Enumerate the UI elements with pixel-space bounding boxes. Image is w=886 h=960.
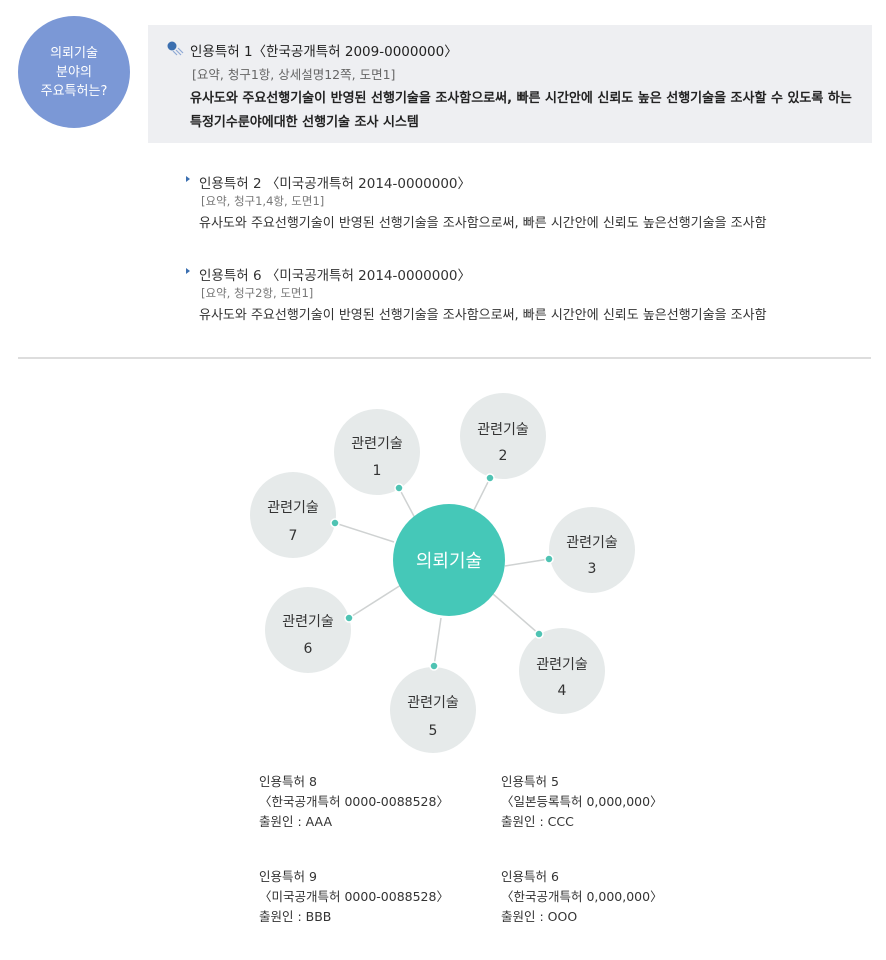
- related-node-6: 관련기술 6: [265, 587, 351, 673]
- question-badge: 의뢰기술 분야의 주요특허는?: [18, 16, 130, 128]
- connector-line-3: [504, 558, 550, 567]
- featured-description: 유사도와 주요선행기술이 반영된 선행기술을 조사함으로써, 빠른 시간안에 신…: [190, 91, 852, 130]
- related-node-label: 관련기술: [267, 500, 319, 516]
- citation-description: 유사도와 주요선행기술이 반영된 선행기술을 조사함으로써, 빠른 시간안에 신…: [199, 308, 767, 323]
- related-node-number: 4: [558, 683, 567, 699]
- citation-meta: [요약, 청구2항, 도면1]: [201, 286, 314, 300]
- citation-title: 인용특허 6 〈미국공개특허 2014-0000000〉: [199, 268, 472, 284]
- related-node-circle: [334, 409, 420, 495]
- citation-meta: [요약, 청구1,4항, 도면1]: [201, 194, 325, 208]
- related-node-number: 6: [304, 641, 313, 657]
- badge-line-3: 주요특허는?: [40, 83, 108, 99]
- related-node-circle: [519, 628, 605, 714]
- related-node-label: 관련기술: [566, 535, 618, 551]
- citation-title: 인용특허 2 〈미국공개특허 2014-0000000〉: [199, 176, 472, 192]
- connector-dots: [330, 473, 554, 671]
- patent-applicant: 출원인 : AAA: [259, 814, 333, 829]
- related-node-1: 관련기술 1: [334, 409, 420, 495]
- patent-title: 인용특허 8: [259, 774, 317, 789]
- related-node-label: 관련기술: [351, 436, 403, 452]
- connector-dot: [394, 483, 404, 493]
- patent-entry: 인용특허 5 〈일본등록특허 0,000,000〉 출원인 : CCC: [501, 772, 663, 832]
- connector-lines: [334, 477, 550, 667]
- featured-citation-panel: 인용특허 1〈한국공개특허 2009-0000000〉 [요약, 청구1항, 상…: [148, 25, 872, 143]
- featured-bullet-icon: [167, 41, 184, 56]
- related-node-4: 관련기술 4: [519, 628, 605, 714]
- patent-applicant: 출원인 : OOO: [501, 909, 578, 924]
- patent-number: 〈한국공개특허 0,000,000〉: [501, 889, 663, 904]
- related-node-circle: [250, 472, 336, 558]
- related-node-5: 관련기술 5: [390, 667, 476, 753]
- patent-number: 〈일본등록특허 0,000,000〉: [501, 794, 663, 809]
- related-node-label: 관련기술: [477, 422, 529, 438]
- related-node-number: 1: [373, 463, 382, 479]
- featured-meta: [요약, 청구1항, 상세설명12쪽, 도면1]: [192, 67, 396, 82]
- related-node-number: 3: [588, 561, 597, 577]
- citation-description: 유사도와 주요선행기술이 반영된 선행기술을 조사함으로써, 빠른 시간안에 신…: [199, 216, 767, 231]
- center-node: [393, 504, 505, 616]
- connector-dot: [344, 613, 354, 623]
- connector-line-2: [473, 477, 491, 511]
- badge-line-1: 의뢰기술: [50, 45, 98, 61]
- patent-applicant: 출원인 : CCC: [501, 814, 574, 829]
- connector-dot: [544, 554, 554, 564]
- connector-line-4: [492, 593, 540, 635]
- caret-right-icon: [186, 268, 190, 274]
- technology-relation-diagram: 의뢰기술 관련기술 1 관련기술 2 관련기술 3 관련기술 4 관련기술 5 …: [250, 393, 635, 753]
- related-node-3: 관련기술 3: [549, 507, 635, 593]
- patent-number: 〈미국공개특허 0000-0088528〉: [259, 889, 449, 904]
- related-node-label: 관련기술: [407, 695, 459, 711]
- related-node-2: 관련기술 2: [460, 393, 546, 479]
- featured-title: 인용특허 1〈한국공개특허 2009-0000000〉: [190, 44, 458, 60]
- connector-line-1: [398, 487, 417, 521]
- center-node-label: 의뢰기술: [416, 551, 482, 572]
- connector-line-7: [334, 522, 395, 543]
- patent-title: 인용특허 9: [259, 869, 317, 884]
- related-node-label: 관련기술: [282, 614, 334, 630]
- patent-number: 〈한국공개특허 0000-0088528〉: [259, 794, 449, 809]
- related-node-number: 7: [289, 528, 298, 544]
- connector-dot: [429, 661, 439, 671]
- patent-entry: 인용특허 6 〈한국공개특허 0,000,000〉 출원인 : OOO: [501, 867, 663, 927]
- related-node-7: 관련기술 7: [250, 472, 336, 558]
- connector-dot: [485, 473, 495, 483]
- related-node-number: 2: [499, 448, 508, 464]
- badge-line-2: 분야의: [56, 64, 92, 80]
- patent-entry: 인용특허 9 〈미국공개특허 0000-0088528〉 출원인 : BBB: [259, 867, 449, 927]
- related-node-circle: [549, 507, 635, 593]
- connector-dot: [534, 629, 544, 639]
- related-node-number: 5: [429, 723, 438, 739]
- caret-right-icon: [186, 176, 190, 182]
- patent-title: 인용특허 6: [501, 869, 559, 884]
- related-node-circle: [460, 393, 546, 479]
- section-divider: [18, 357, 871, 359]
- patent-title: 인용특허 5: [501, 774, 559, 789]
- related-node-circle: [390, 667, 476, 753]
- connector-line-5: [433, 617, 442, 667]
- connector-line-6: [348, 584, 402, 619]
- related-node-label: 관련기술: [536, 657, 588, 673]
- patent-applicant: 출원인 : BBB: [259, 909, 332, 924]
- patent-entry: 인용특허 8 〈한국공개특허 0000-0088528〉 출원인 : AAA: [259, 772, 449, 832]
- related-node-circle: [265, 587, 351, 673]
- connector-dot: [330, 518, 340, 528]
